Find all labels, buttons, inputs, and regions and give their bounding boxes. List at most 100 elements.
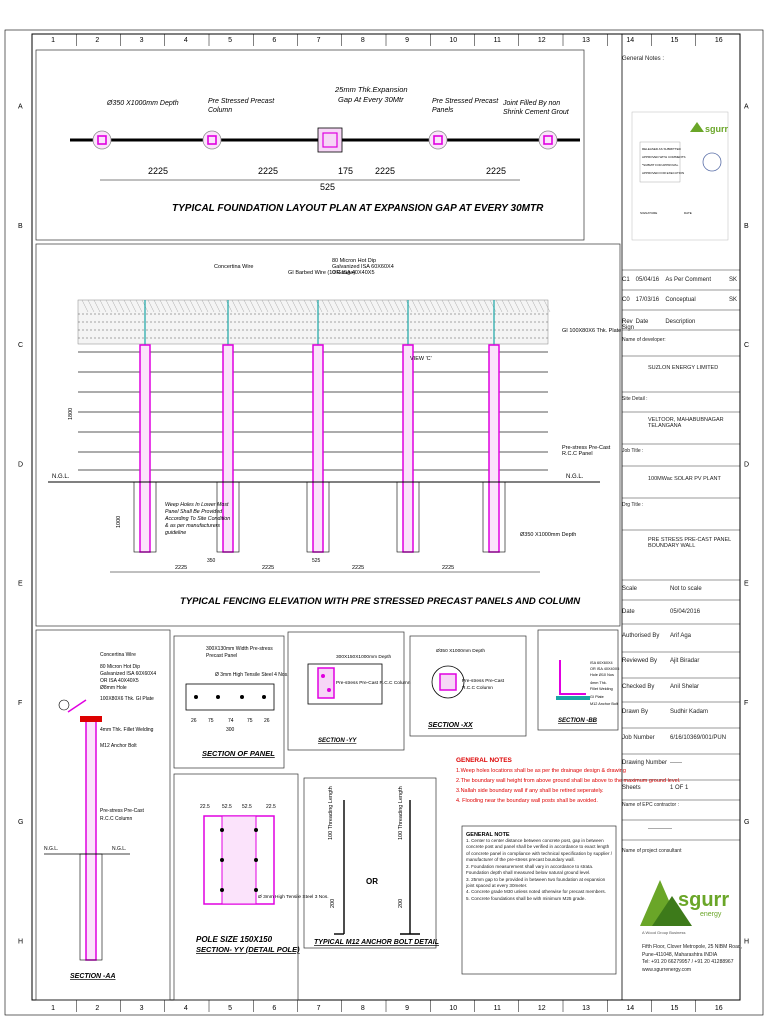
plan-column-core [207,135,217,145]
xx-label-2: R.C.C Column [462,685,493,691]
grid-col-bottom: 9 [405,1005,409,1012]
stamp-date: DATE [684,211,692,215]
elev-dim-1: 2225 [175,565,187,571]
plan-title: TYPICAL FOUNDATION LAYOUT PLAN AT EXPANS… [172,203,544,214]
rev-header-date: Date [635,319,649,325]
main-logo: sgurr [678,889,729,911]
field-value: 1 OF 1 [670,785,689,791]
notes-red: GENERAL NOTES 1.Weep holes locations sha… [456,757,681,804]
yy-title: SECTION -YY [318,738,357,744]
drg-value: PRE STRESS PRE-CAST PANEL BOUNDARY WALL [648,537,732,549]
bb-label-4: Fillet Welding [590,687,613,691]
notes-red-3: 3.Nallah side boundary wall if any shall… [456,788,604,794]
epc-label: Name of EPC contractor : [622,802,679,808]
panel-dim-2: 74 [228,718,234,724]
xx-pit [431,665,465,699]
general-notes-label: General Notes : [622,56,665,62]
rev-c0-desc: Conceptual [665,297,696,303]
plan-dim-6: 525 [320,182,335,192]
grid-row-right: E [744,581,749,588]
plan-dim-5: 2225 [486,166,506,176]
grid-row-right: G [744,819,749,826]
outer-border [4,29,764,1016]
plan-column [92,130,112,150]
pole-dim-2: 52.5 [242,804,252,810]
grid-col-bottom: 3 [140,1005,144,1012]
elev-column [488,344,500,553]
yy-label-1: Pre-stress Pre-Cast R.C.C Column [336,680,411,686]
elev-ngl-right: N.G.L. [566,474,584,480]
panel-dim-0: 26 [191,718,197,724]
elev-dim-5: 350 [207,558,216,564]
grid-col-top: 11 [494,37,501,44]
rev-c0-rev: C0 [622,297,630,303]
elev-ngl-left: N.G.L. [52,474,70,480]
rev-c1-date: 05/04/16 [635,277,660,283]
plan-frame [35,49,585,241]
field-key: Drawing Number [622,760,668,766]
bb-label-5: GI Plate [590,695,604,699]
field-key: Checked By [622,684,655,690]
plan-column-core [97,135,107,145]
grid-col-bottom: 14 [626,1005,634,1012]
grid-col-bottom: 15 [671,1005,679,1012]
field-value: 05/04/2016 [670,609,701,615]
aa-label-6: 4mm Thk. Fillet Welding [100,727,154,733]
general-note-4: 4. Concrete grade M30 unless noted other… [466,889,606,895]
panel-dim-4: 26 [264,718,270,724]
bb-label-6: M12 Anchor Bolt [590,702,619,706]
grid-col-top: 2 [95,37,99,44]
bb-title: SECTION -BB [558,718,598,724]
plan-column [428,130,448,150]
aa-column [85,719,97,961]
xx-column [439,673,457,691]
grid-col-bottom: 7 [317,1005,321,1012]
elevation-frame [35,243,621,627]
grid-row-left: E [18,581,23,588]
expansion-column [317,127,343,153]
panel-body [185,683,275,711]
plan-dim-3: 175 [338,166,353,176]
address-line-2: Pune-411048, Maharashtra INDIA [642,951,718,958]
pole-drawing [203,815,275,905]
stamp-logo: sgurr [705,124,729,134]
pole-strand [254,858,258,862]
stamp-line-2: APPROVED WITH COMMENTS [642,155,686,159]
elev-dim-6: 525 [312,558,321,564]
elev-dim-3: 2225 [352,565,364,571]
rev-c1-desc: As Per Comment [665,277,712,283]
grid-col-top: 12 [538,37,546,44]
grid-row-right: C [744,342,749,349]
panel-label-1: Precast Panel [206,653,237,659]
general-note-1: 1. Center to center distance between con… [466,838,613,863]
pole-subtitle: SECTION- YY (DETAIL POLE) [196,945,300,954]
grid-col-top: 4 [184,37,188,44]
pole-strand [254,888,258,892]
aa-label-8: Pre-stress Pre-Cast [100,808,145,814]
site-label: Site Detail : [622,396,648,402]
elevation-title: TYPICAL FENCING ELEVATION WITH PRE STRES… [180,596,581,607]
main-logo-icon-2 [652,896,692,926]
rev-c1-rev: C1 [622,277,630,283]
elevation-drawing [48,299,600,573]
field-value: Arif Aga [670,633,692,639]
xx-title: SECTION -XX [428,722,474,729]
grid-col-top: 16 [715,37,723,44]
elev-label-barbed: GI Barbed Wire (10 Gauge) [288,270,355,276]
panel-strand [194,695,198,699]
address-line-1: Fifth Floor, Clover Metropole, 25 NIBM R… [642,944,743,950]
field-key: Sheets [622,785,641,791]
pole-note: Ø 3mm High Tensile Steel 3 Nos. [258,894,329,900]
panel-label-2: Ø 3mm High Tensile Steel 4 Nos. [215,672,289,678]
pole-dim-3: 22.5 [266,804,276,810]
general-note-heading: GENERAL NOTE [466,832,510,838]
general-note-2: 2. Foundation measurement shall vary in … [466,863,594,876]
anchor-thread-2: 100 Threading Length [398,786,404,840]
yy-drawing [307,663,383,705]
